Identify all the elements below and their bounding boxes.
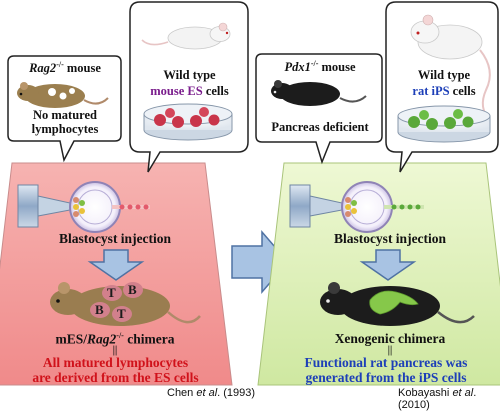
right-citation-etal: et al bbox=[452, 387, 474, 399]
left-down-arrow bbox=[87, 249, 145, 281]
right-injection-illustration bbox=[289, 181, 424, 233]
left-citation: Chen et al. (1993) bbox=[167, 387, 255, 399]
right-injection-label: Blastocyst injection bbox=[333, 231, 447, 246]
pdx1-gene-superscript: -/- bbox=[310, 59, 319, 68]
rat-ips-bubble-line2: rat iPS cells bbox=[388, 84, 500, 98]
b-cell-label-1: B bbox=[128, 282, 137, 297]
es-cell-dish-icon bbox=[143, 103, 233, 141]
chimera-prefix: mES/ bbox=[55, 331, 88, 347]
mouse-es-bubble bbox=[129, 1, 249, 173]
rag2-gene-superscript: -/- bbox=[56, 60, 64, 69]
rat-ips-cells-word: cells bbox=[449, 84, 476, 98]
rag2-mouse-word: mouse bbox=[63, 61, 101, 76]
mouse-es-cells-word: cells bbox=[202, 84, 229, 98]
left-equivalence-mark: || bbox=[112, 345, 118, 356]
rag2-mouse-icon bbox=[17, 82, 109, 108]
right-panel bbox=[255, 1, 500, 386]
mouse-es-highlight: mouse ES bbox=[150, 84, 203, 98]
left-result-line2: are derived from the ES cells bbox=[32, 370, 199, 385]
chimera-mouse-icon bbox=[50, 282, 201, 326]
chimera-gene-superscript: -/- bbox=[116, 331, 124, 340]
left-citation-year: . (1993) bbox=[217, 387, 256, 399]
chimera-suffix: chimera bbox=[123, 331, 175, 347]
pdx1-mouse-word: mouse bbox=[318, 60, 356, 75]
chimera-gene: Rag2 bbox=[87, 331, 117, 347]
pdx1-gene-label: Pdx1 bbox=[284, 60, 311, 75]
right-citation: Kobayashi et al. (2010) bbox=[398, 387, 500, 411]
left-citation-author: Chen bbox=[167, 387, 197, 399]
left-injection-label: Blastocyst injection bbox=[58, 231, 172, 246]
white-mouse-icon bbox=[141, 22, 231, 50]
left-injection-illustration bbox=[17, 181, 150, 233]
rag2-bubble-title: Rag2-/- mouse bbox=[10, 60, 120, 76]
xenogenic-chimera-mouse-icon bbox=[320, 282, 475, 326]
ips-cell-dish-icon bbox=[397, 105, 491, 143]
mouse-es-bubble-line2: mouse ES cells bbox=[132, 84, 247, 98]
right-equivalence-mark: || bbox=[387, 345, 393, 356]
left-panel bbox=[0, 1, 249, 386]
right-result-line2: generated from the iPS cells bbox=[305, 370, 467, 385]
rag2-bubble-line3: lymphocytes bbox=[31, 122, 99, 136]
rag2-gene-label: Rag2 bbox=[29, 61, 57, 76]
pdx1-mouse-bubble bbox=[255, 53, 383, 165]
b-cell-label-2: B bbox=[95, 302, 104, 317]
left-citation-etal: et al bbox=[196, 387, 218, 399]
right-citation-author: Kobayashi bbox=[398, 387, 453, 399]
left-result-line1: All matured lymphocytes bbox=[42, 355, 189, 370]
diagram-canvas bbox=[0, 1, 500, 386]
right-chimera-label: Xenogenic chimera bbox=[334, 331, 446, 346]
rag2-bubble-line2: No matured bbox=[32, 108, 97, 122]
pancreas-icon bbox=[369, 290, 419, 315]
rat-ips-bubble bbox=[385, 1, 499, 173]
t-cell-label-2: T bbox=[117, 306, 126, 321]
left-chimera-label: mES/Rag2-/- chimera bbox=[20, 331, 210, 347]
pdx1-bubble-line2: Pancreas deficient bbox=[271, 120, 369, 134]
right-down-arrow bbox=[359, 249, 417, 281]
right-result-line1: Functional rat pancreas was bbox=[304, 355, 468, 370]
rat-ips-bubble-line1: Wild type bbox=[417, 68, 471, 82]
rag2-mouse-bubble bbox=[7, 55, 122, 163]
pdx1-bubble-title: Pdx1-/- mouse bbox=[258, 59, 382, 75]
mouse-es-bubble-line1: Wild type bbox=[163, 68, 216, 82]
pdx1-mouse-icon bbox=[271, 80, 367, 106]
t-cell-label-1: T bbox=[107, 285, 116, 300]
rat-ips-highlight: rat iPS bbox=[412, 84, 450, 98]
